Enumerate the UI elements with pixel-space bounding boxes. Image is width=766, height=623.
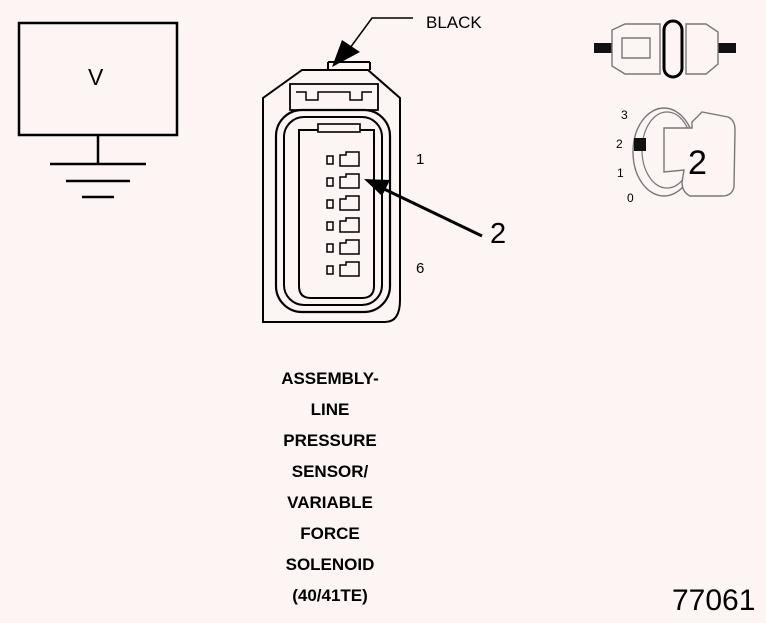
black-label-leader (332, 17, 413, 67)
voltmeter-symbol (17, 21, 179, 199)
key-position-label: 2 (616, 137, 623, 151)
connector-key-tab (317, 123, 361, 133)
terminal-cavity (326, 217, 360, 233)
key-position-label: 0 (627, 191, 634, 205)
callout-arrow (364, 179, 483, 238)
pin-label-last: 6 (416, 260, 425, 277)
black-leader-arrowhead (332, 40, 360, 67)
key-position-label: 1 (617, 166, 624, 180)
connector-upper-ribs (296, 91, 372, 101)
connector-drawing (262, 61, 401, 323)
key-position-label: 3 (621, 108, 628, 122)
title-line: PRESSURE (283, 431, 377, 450)
key-bow (663, 111, 736, 197)
key-side-collar (662, 19, 684, 79)
callout-arrowhead (364, 179, 390, 196)
key-side-left-tab (594, 43, 612, 53)
title-line: (40/41TE) (292, 586, 368, 605)
key-position-marker (634, 138, 646, 151)
connector-seal-middle (283, 116, 383, 306)
title-line: VARIABLE (287, 493, 373, 512)
title-line: SOLENOID (285, 555, 375, 574)
callout-number: 2 (490, 218, 507, 250)
title-line: ASSEMBLY- (281, 369, 379, 388)
key-side-view (594, 19, 736, 79)
connector-seal-outer (274, 108, 392, 314)
key-side-right-tab (718, 43, 736, 53)
key-side-blade (685, 23, 719, 75)
voltmeter-symbol-label: V (88, 64, 104, 90)
pin-label-first: 1 (416, 151, 425, 168)
key-number-label: 2 (688, 144, 707, 182)
figure-id: 77061 (672, 584, 756, 617)
key-side-head-inner (621, 37, 651, 59)
terminal-group (326, 151, 360, 277)
key-front-view (632, 107, 736, 197)
connector-outer-shell (262, 69, 401, 323)
connector-face (298, 129, 375, 299)
title-line: LINE (310, 400, 350, 419)
title-line: SENSOR/ (291, 462, 369, 481)
title-line: FORCE (300, 524, 360, 543)
connector-color-label: BLACK (426, 13, 482, 32)
terminal-cavity (326, 195, 360, 211)
terminal-cavity (326, 151, 360, 167)
terminal-cavity (326, 173, 360, 189)
connector-upper-frame (289, 83, 379, 111)
terminal-cavity (326, 261, 360, 277)
terminal-cavity (326, 239, 360, 255)
